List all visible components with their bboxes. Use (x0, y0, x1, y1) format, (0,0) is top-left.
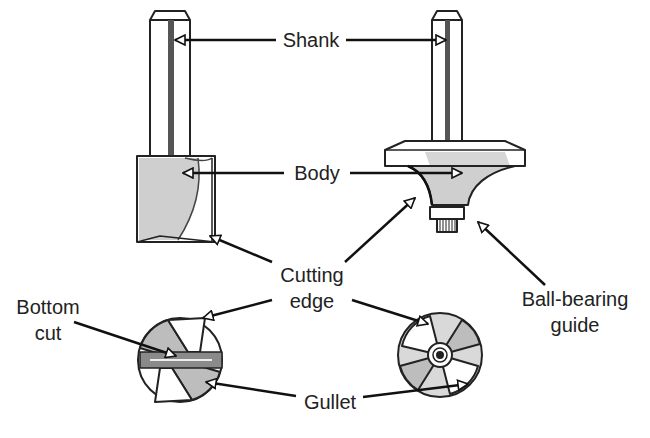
part-label: Ball-bearing guide (509, 286, 641, 338)
straight-bit-end-view (138, 318, 222, 402)
part-label: Shank (256, 27, 366, 53)
knurl-line (449, 220, 450, 231)
leader-arrows (74, 40, 545, 397)
part-label: Body (262, 160, 372, 186)
round-over-bit (385, 11, 525, 232)
straight-bit (137, 11, 215, 242)
knurl-line (452, 220, 453, 231)
round-over-bit-end-view (398, 313, 482, 397)
part-label: Cutting edge (262, 262, 362, 314)
part-label: Bottom cut (8, 294, 88, 346)
knurl-line (440, 220, 441, 231)
knurl-line (443, 220, 444, 231)
knurl-line (455, 220, 456, 231)
knurl-line (446, 220, 447, 231)
part-label: Gullet (275, 389, 385, 415)
